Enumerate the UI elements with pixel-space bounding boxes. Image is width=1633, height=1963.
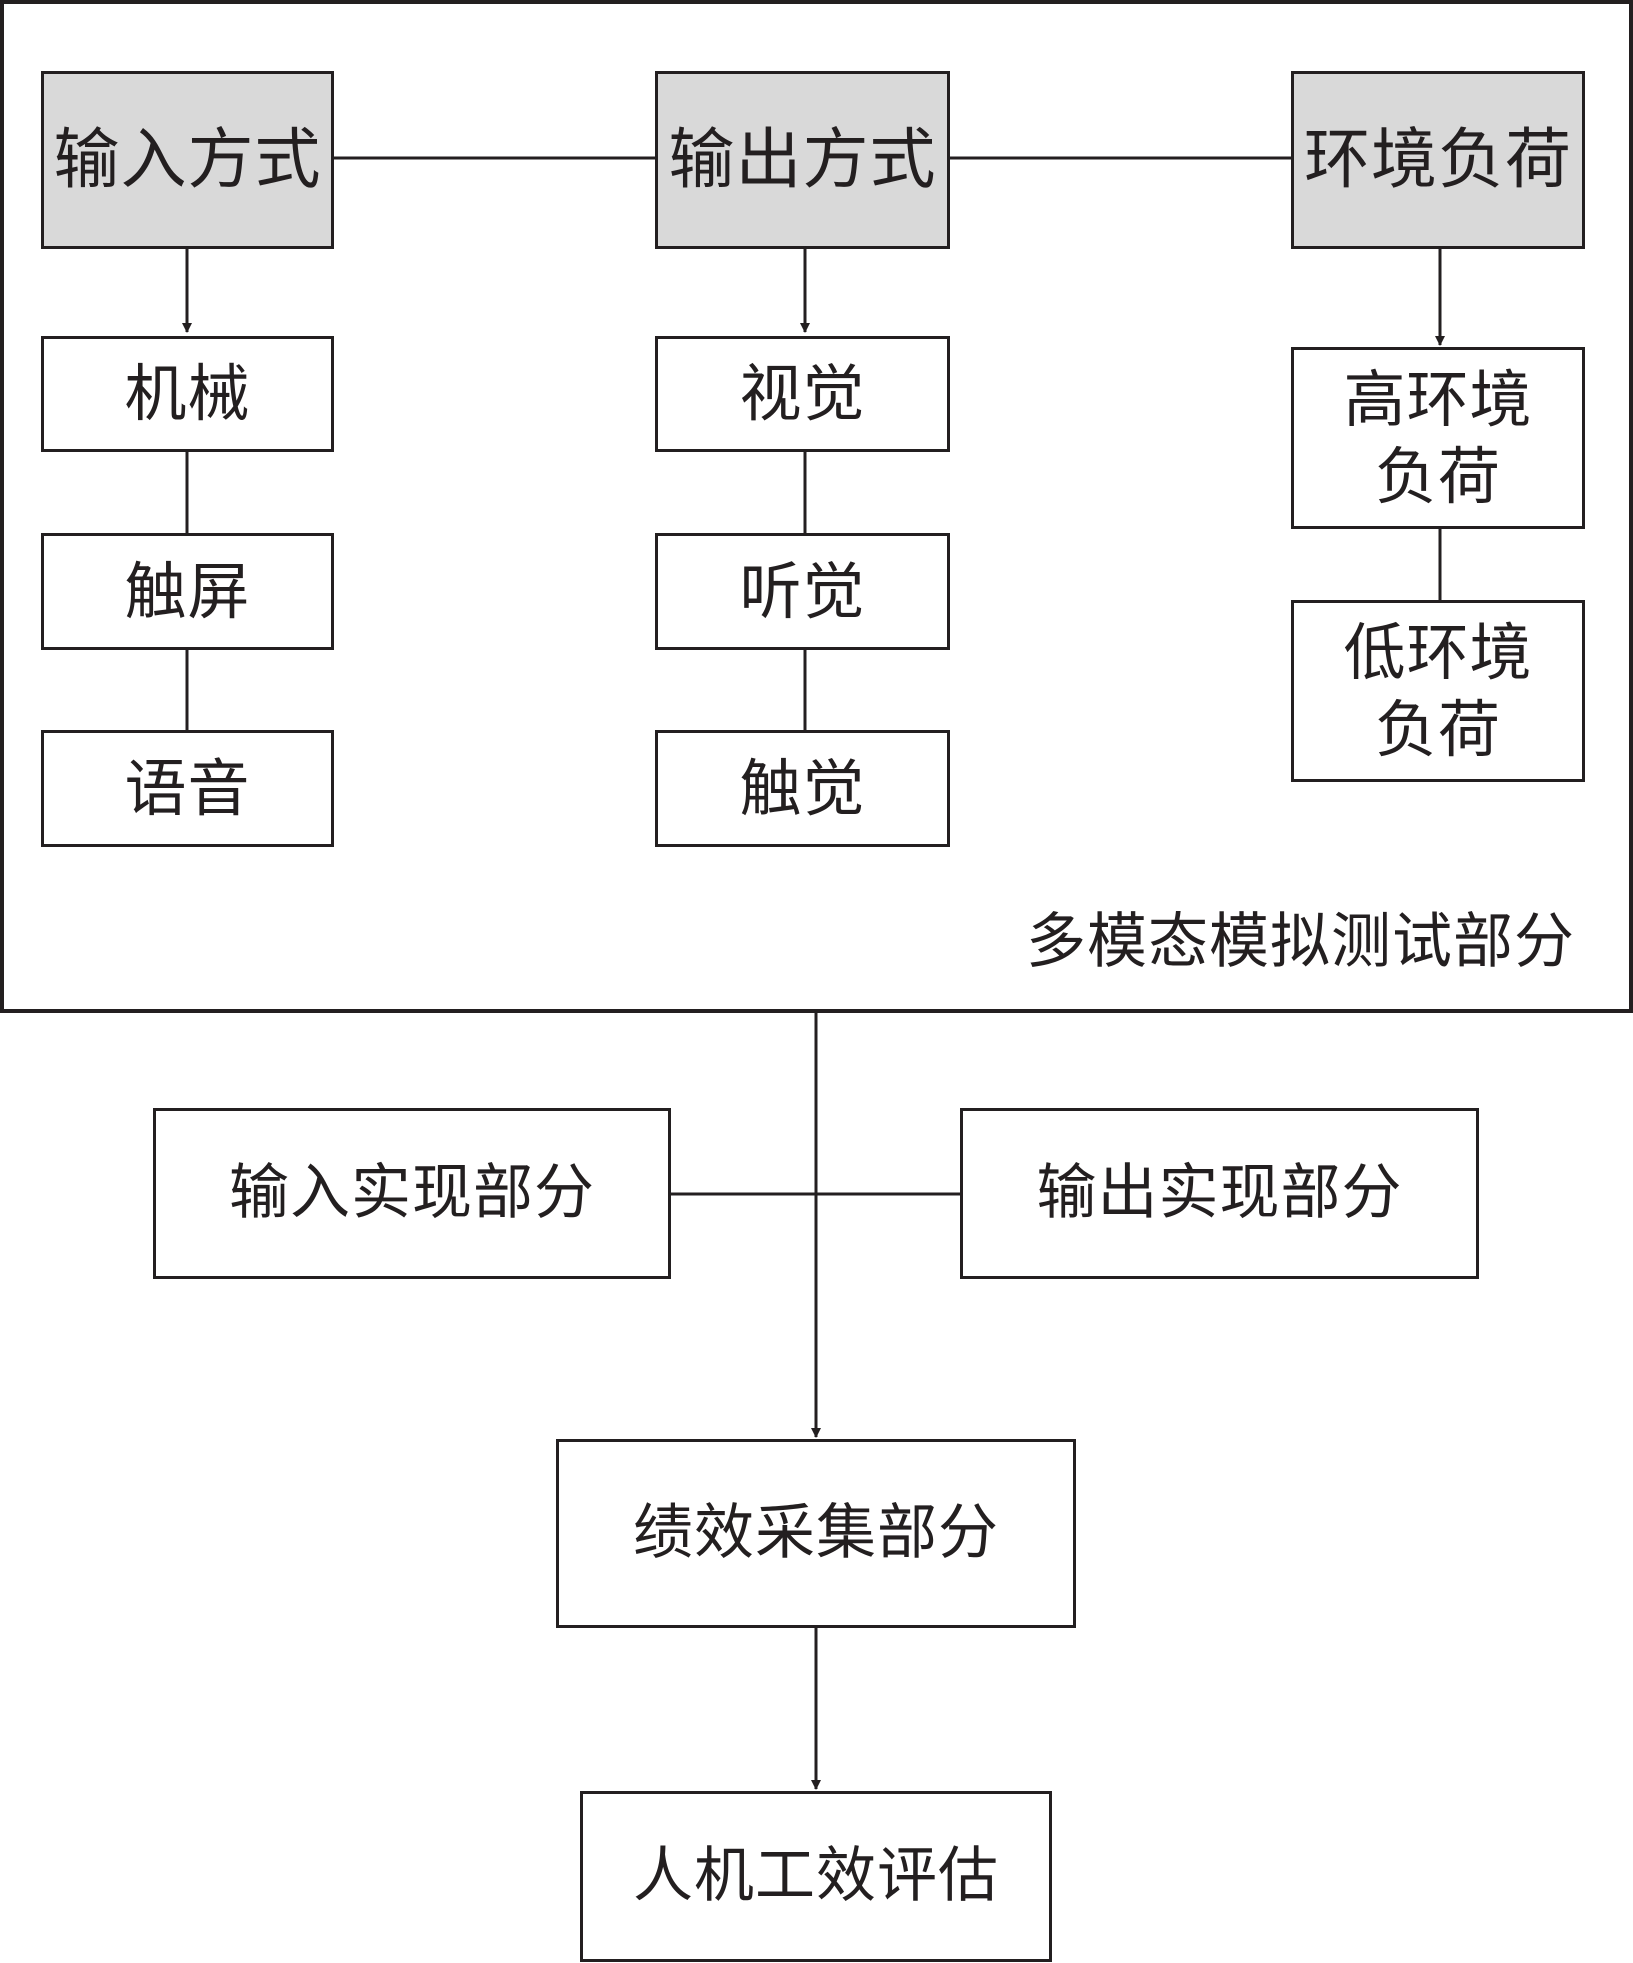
multimodal-test-frame (0, 0, 1633, 1013)
output-method-label: 输出方式 (668, 120, 937, 198)
low-environment-load-label: 低环境 负荷 (1343, 615, 1533, 767)
touchscreen-box: 触屏 (41, 533, 334, 650)
output-method-box: 输出方式 (655, 71, 950, 249)
frame-label: 多模态模拟测试部分 (1026, 907, 1575, 977)
tactile-box: 触觉 (655, 730, 950, 847)
ergonomics-evaluation-box: 人机工效评估 (580, 1791, 1052, 1962)
input-implementation-label: 输入实现部分 (229, 1158, 595, 1228)
mechanical-label: 机械 (124, 357, 251, 431)
voice-box: 语音 (41, 730, 334, 847)
auditory-box: 听觉 (655, 533, 950, 650)
high-environment-load-label: 高环境 负荷 (1343, 362, 1533, 514)
environment-load-label: 环境负荷 (1304, 120, 1572, 198)
environment-load-box: 环境负荷 (1291, 71, 1585, 249)
voice-label: 语音 (124, 751, 251, 825)
mechanical-box: 机械 (41, 336, 334, 452)
output-implementation-box: 输出实现部分 (960, 1108, 1479, 1279)
visual-box: 视觉 (655, 336, 950, 452)
output-implementation-label: 输出实现部分 (1036, 1158, 1403, 1228)
input-implementation-box: 输入实现部分 (153, 1108, 671, 1279)
input-method-box: 输入方式 (41, 71, 334, 249)
input-method-label: 输入方式 (53, 120, 322, 198)
high-environment-load-box: 高环境 负荷 (1291, 347, 1585, 529)
performance-collection-box: 绩效采集部分 (556, 1439, 1076, 1628)
tactile-label: 触觉 (739, 751, 866, 825)
performance-collection-label: 绩效采集部分 (633, 1498, 999, 1568)
auditory-label: 听觉 (739, 554, 866, 628)
low-environment-load-box: 低环境 负荷 (1291, 600, 1585, 782)
touchscreen-label: 触屏 (124, 554, 251, 628)
ergonomics-evaluation-label: 人机工效评估 (633, 1841, 999, 1911)
visual-label: 视觉 (739, 357, 866, 431)
